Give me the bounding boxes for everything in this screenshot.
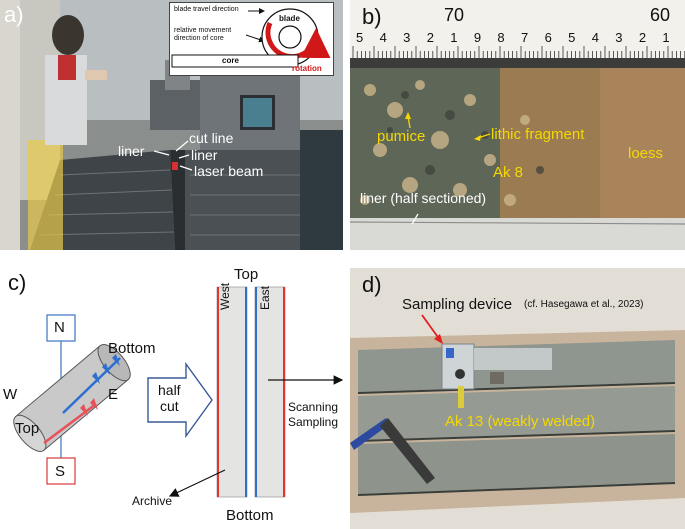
- cylinder-bottom-label: Bottom: [108, 340, 156, 357]
- ruler-digit: 6: [544, 30, 552, 45]
- east-half-label: East: [258, 285, 272, 310]
- liner-left-label: liner: [118, 143, 145, 159]
- blade-inset-diagram: blade travel direction relative movement…: [169, 2, 334, 76]
- east-half: [254, 286, 286, 498]
- west-half-label: West: [218, 282, 232, 310]
- blade-travel-text: blade travel direction: [174, 6, 239, 13]
- sampling-label: Sampling: [288, 415, 339, 429]
- half-cut-label-1: half: [158, 382, 181, 398]
- south-label: S: [55, 463, 66, 480]
- ruler-digit: 8: [497, 30, 505, 45]
- archive-label: Archive: [132, 494, 173, 508]
- sampling-device-label: Sampling device: [402, 296, 513, 313]
- ruler-digit: 5: [568, 30, 576, 45]
- lithic-fragment-label: lithic fragment: [491, 126, 585, 143]
- ruler-digit: 2: [426, 30, 434, 45]
- half-cut-arrow: [147, 361, 213, 439]
- rotation-text: rotation: [292, 64, 322, 73]
- ruler-digit: 7: [521, 30, 529, 45]
- core-cylinder: [13, 344, 131, 452]
- ak13-label: Ak 13 (weakly welded): [445, 413, 596, 430]
- blue-orientation-line: [62, 357, 121, 414]
- east-label: E: [108, 386, 119, 403]
- ak8-label: Ak 8: [493, 164, 524, 181]
- cut-line-label: cut line: [189, 130, 234, 146]
- ruler-digit: 1: [450, 30, 458, 45]
- ruler-number-70: 70: [444, 5, 465, 25]
- panel-a: a) blade travel direction relative movem…: [0, 0, 343, 250]
- panel-b-annotations: [405, 112, 491, 225]
- liner-pointer: [411, 213, 419, 225]
- panel-a-annotations: [153, 140, 193, 171]
- ruler-digit: 1: [662, 30, 670, 45]
- ruler-digit: 9: [473, 30, 482, 45]
- laser-beam-pointer: [179, 165, 193, 171]
- panel-d-letter: d): [362, 272, 382, 297]
- liner-right-pointer: [178, 154, 190, 159]
- sampling-device-pointer: [421, 314, 441, 341]
- panel-c-letter: c): [8, 270, 27, 295]
- relative-movement-text-2: direction of core: [174, 35, 224, 42]
- panel-b-letter: b): [362, 4, 382, 29]
- core-box: [171, 54, 299, 68]
- ruler-digit: 3: [615, 30, 623, 45]
- citation-label: (cf. Hasegawa et al., 2023): [524, 299, 644, 310]
- panel-c-diagram: [13, 286, 344, 498]
- hammer-head: [380, 418, 435, 484]
- west-half: [216, 286, 248, 498]
- core-segment-2: [358, 386, 675, 440]
- ruler-digit: 2: [638, 30, 647, 45]
- south-box: [46, 457, 76, 485]
- half-cut-label-2: cut: [160, 398, 179, 414]
- ruler-number-60: 60: [650, 5, 671, 25]
- core-movement-arrow: [245, 34, 265, 43]
- ruler-digit: 3: [403, 30, 411, 45]
- liner-left-pointer: [153, 150, 170, 156]
- panel-d-photo: [350, 268, 685, 529]
- blade-text: blade: [279, 14, 300, 23]
- cut-line-pointer: [175, 140, 189, 152]
- panel-b-photo: [350, 0, 685, 250]
- ruler-digit: 4: [591, 30, 599, 45]
- split-top-label: Top: [234, 266, 259, 283]
- north-label: N: [54, 319, 65, 336]
- red-orientation-line: [43, 403, 97, 444]
- archive-arrow: [168, 469, 226, 497]
- cylinder-top-label: Top: [15, 420, 40, 437]
- relative-movement-text-1: relative movement: [174, 27, 232, 34]
- ruler-digit: 5: [356, 30, 364, 45]
- cylinder-orientation-arrows: [43, 354, 121, 444]
- core-text: core: [222, 56, 239, 65]
- loess-label: loess: [628, 145, 664, 162]
- panel-c: c) N S W E Bottom Top half cut Top Botto…: [0, 258, 350, 529]
- core-segment-3: [358, 434, 675, 494]
- liner-right-label: liner: [191, 147, 218, 163]
- ruler-digit: 4: [379, 30, 387, 45]
- laser-beam-label: laser beam: [194, 163, 264, 179]
- split-bottom-label: Bottom: [226, 507, 274, 524]
- panel-d: d) Sampling device (cf. Hasegawa et al.,…: [350, 268, 685, 529]
- panel-a-letter: a): [4, 2, 24, 27]
- west-label: W: [3, 386, 18, 403]
- liner-half-sectioned-label: liner (half sectioned): [360, 190, 487, 206]
- pumice-label: pumice: [377, 128, 426, 145]
- panel-d-annotations: [421, 314, 443, 344]
- scanning-label: Scanning: [288, 400, 339, 414]
- inset-drawing: [171, 8, 331, 68]
